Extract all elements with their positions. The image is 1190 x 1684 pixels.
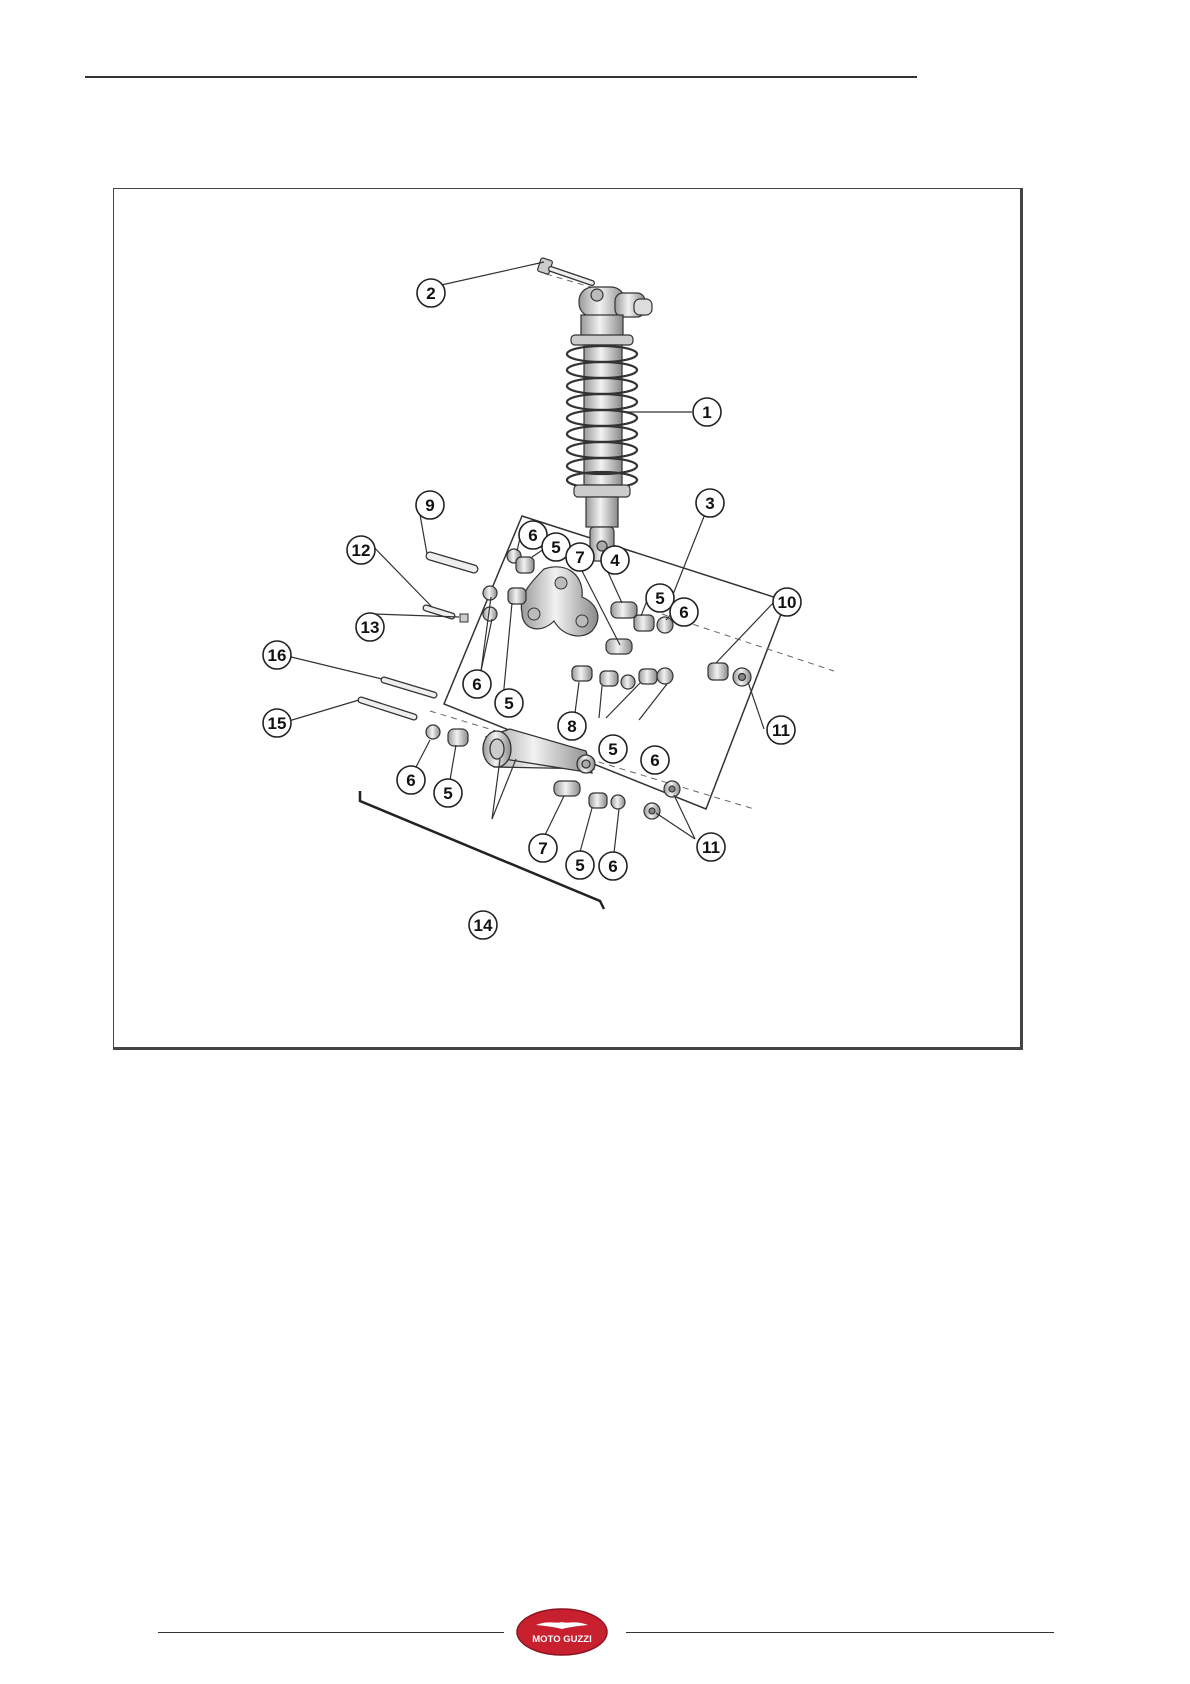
upper-shock-bolt <box>537 257 592 283</box>
footer-rule-left <box>158 1632 504 1633</box>
bolt-15 <box>361 700 414 717</box>
lower-rings-right <box>554 781 625 809</box>
callout-3: 3 <box>705 494 714 513</box>
lower-rings-left <box>426 725 468 746</box>
callout-16: 16 <box>268 646 287 665</box>
callout-6a: 6 <box>528 526 537 545</box>
callout-13: 13 <box>361 618 380 637</box>
callout-7a: 7 <box>575 548 584 567</box>
callout-5b: 5 <box>655 589 664 608</box>
callout-6f: 6 <box>608 857 617 876</box>
callout-5d: 5 <box>608 740 617 759</box>
callout-5e: 5 <box>443 784 452 803</box>
moto-guzzi-logo: MOTO GUZZI <box>516 1608 608 1656</box>
nut-13 <box>460 614 468 622</box>
bolt-12 <box>426 608 452 616</box>
callout-2: 2 <box>426 284 435 303</box>
rear-suspension-exploded-diagram: 2 1 9 3 6 5 7 4 5 6 10 12 13 6 5 16 8 5 … <box>114 189 1024 1051</box>
pin-9 <box>430 556 474 569</box>
callout-6c: 6 <box>472 675 481 694</box>
callout-6d: 6 <box>650 751 659 770</box>
spacer-10-and-nuts-11 <box>644 663 751 819</box>
callout-5a: 5 <box>551 538 560 557</box>
callout-14: 14 <box>474 916 493 935</box>
callout-6b: 6 <box>679 603 688 622</box>
header-rule <box>85 76 917 78</box>
callout-10: 10 <box>778 593 797 612</box>
callout-7b: 7 <box>538 839 547 858</box>
parts-group-bracket <box>360 791 604 909</box>
callout-6e: 6 <box>406 771 415 790</box>
callout-11b: 11 <box>702 838 720 857</box>
callout-5c: 5 <box>504 694 513 713</box>
logo-text: MOTO GUZZI <box>532 1634 591 1645</box>
callout-1: 1 <box>702 403 711 422</box>
callout-12: 12 <box>352 541 371 560</box>
callout-15: 15 <box>268 714 287 733</box>
callout-4: 4 <box>610 551 620 570</box>
footer-rule-right <box>626 1632 1054 1633</box>
callout-11a: 11 <box>772 721 790 740</box>
callout-8: 8 <box>567 717 576 736</box>
callout-5f: 5 <box>575 856 584 875</box>
shock-absorber <box>567 287 652 561</box>
logo-oval <box>517 1609 607 1655</box>
exploded-view-figure: 2 1 9 3 6 5 7 4 5 6 10 12 13 6 5 16 8 5 … <box>113 188 1023 1050</box>
bolt-16 <box>384 680 434 695</box>
callout-9: 9 <box>425 496 434 515</box>
